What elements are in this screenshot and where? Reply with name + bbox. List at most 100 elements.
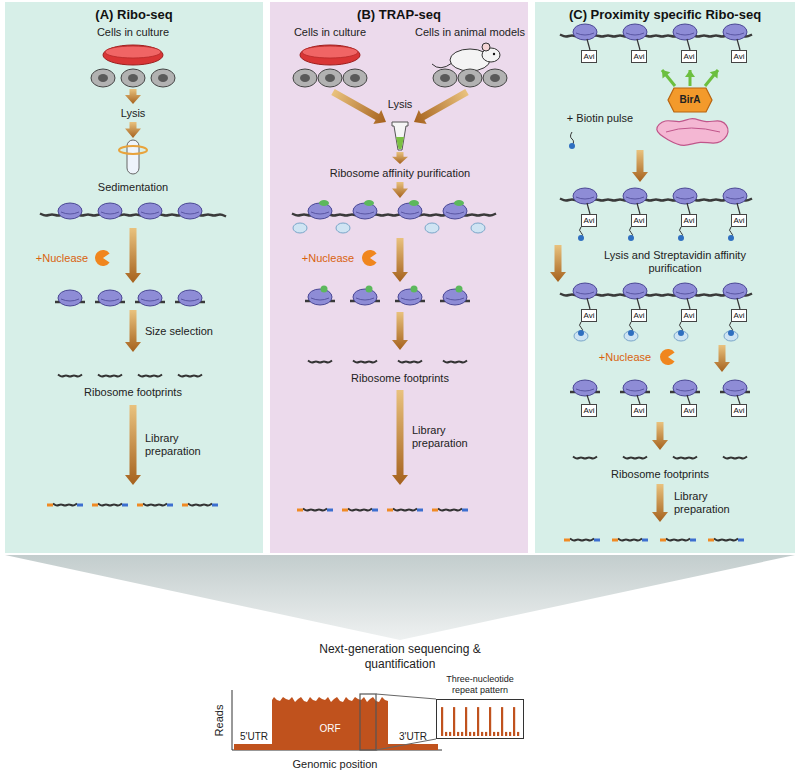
biotin <box>678 330 684 336</box>
adapter-5 <box>297 509 303 512</box>
epitope-tag <box>321 286 328 293</box>
ribosome-groove <box>726 197 744 199</box>
ribosome-groove <box>626 389 644 391</box>
footprint <box>303 509 327 511</box>
er-fold <box>666 128 720 132</box>
green-arrowhead <box>662 70 670 79</box>
footprint <box>618 539 642 541</box>
nuclease-label: +Nuclease <box>302 252 354 265</box>
affinity-bead <box>471 223 485 233</box>
footprint <box>143 504 167 506</box>
step-label: Library preparation <box>145 432 220 458</box>
ribosome-groove <box>626 197 644 199</box>
cell <box>121 69 145 87</box>
inset-title: Three-nucleotide repeat pattern <box>436 674 524 696</box>
step-label: Ribosome footprints <box>351 372 449 385</box>
nuclease-icon <box>660 349 675 365</box>
dish-rim <box>302 46 358 58</box>
adapter-3 <box>462 509 468 512</box>
step-label: Cells in animal models <box>415 26 525 39</box>
adapter-5 <box>612 539 618 542</box>
mouse-eye <box>493 53 495 55</box>
affinity-bead <box>425 223 439 233</box>
ribosome <box>443 289 467 305</box>
cell <box>483 69 507 87</box>
avi-tag: Avi <box>731 214 748 227</box>
tag-label: Avi <box>684 310 695 321</box>
avi-tag: Avi <box>581 309 598 322</box>
avi-tag: Avi <box>631 214 648 227</box>
step-label: Ribosome footprints <box>611 468 709 481</box>
avi-tag: Avi <box>581 50 598 63</box>
codon-bar <box>517 732 519 736</box>
ribosome-groove <box>101 212 119 214</box>
process-arrow <box>392 312 408 350</box>
adapter-5 <box>387 509 393 512</box>
process-arrow <box>125 228 141 283</box>
tag-label: Avi <box>734 215 745 226</box>
tag-label: Avi <box>684 405 695 416</box>
process-arrow <box>410 85 471 129</box>
ribosome <box>673 24 697 40</box>
ribosome <box>623 283 647 299</box>
affinity-bead <box>724 331 738 341</box>
tag-label: Avi <box>584 215 595 226</box>
avi-tag: Avi <box>731 309 748 322</box>
enzyme-label: BirA <box>667 87 713 113</box>
region-label: 5'UTR <box>240 730 268 743</box>
step-label: Cells in culture <box>294 26 366 39</box>
step-label: Ribosome footprints <box>84 386 182 399</box>
ribosome-groove <box>401 298 419 300</box>
ribosome <box>723 188 747 204</box>
ribosome-groove <box>446 298 464 300</box>
process-arrow <box>652 484 668 522</box>
codon-bar <box>481 732 483 736</box>
dish-rim <box>105 46 161 58</box>
ribosome-groove <box>181 299 199 301</box>
ribosome-groove <box>576 33 594 35</box>
ribosome <box>138 290 162 306</box>
codon-bar <box>509 732 511 736</box>
ribosome-groove <box>61 299 79 301</box>
axis-label: Reads <box>213 704 226 736</box>
codon-bar <box>473 732 475 736</box>
ribosome <box>353 289 377 305</box>
affinity-bead <box>624 331 638 341</box>
footprint <box>573 457 597 459</box>
biotin <box>569 143 575 149</box>
tag-tether <box>737 395 740 404</box>
ribosome-groove <box>576 389 594 391</box>
footprint <box>623 457 647 459</box>
cell <box>343 69 367 87</box>
tag-label: Avi <box>734 310 745 321</box>
footprint <box>58 375 82 377</box>
nucleus <box>490 74 500 82</box>
panel-a-art <box>40 45 226 506</box>
codon-bar <box>445 732 447 736</box>
tag-label: Avi <box>634 310 645 321</box>
codon-bar <box>501 707 503 736</box>
biotin <box>578 235 584 241</box>
endoplasmic-reticulum <box>657 119 728 146</box>
bira-enzyme: BirA <box>667 87 713 113</box>
tag-label: Avi <box>734 51 745 62</box>
ribosome-groove <box>311 212 329 214</box>
centrifuge-ring <box>119 146 147 154</box>
process-arrow <box>125 122 141 138</box>
nucleus <box>300 74 310 82</box>
affinity-bead <box>574 331 588 341</box>
panel-heading: (A) Ribo-seq <box>5 2 263 22</box>
avi-tag: Avi <box>581 404 598 417</box>
avi-tag: Avi <box>731 404 748 417</box>
affinity-bead <box>293 223 307 233</box>
adapter-3 <box>690 539 696 542</box>
nuclease-label: +Nuclease <box>36 252 88 265</box>
adapter-3 <box>594 539 600 542</box>
epitope-tag <box>319 200 329 206</box>
process-arrow <box>125 310 141 352</box>
footprint <box>673 457 697 459</box>
affinity-bead <box>674 331 688 341</box>
ribosome <box>573 188 597 204</box>
tag-tether <box>637 203 640 214</box>
tag-label: Avi <box>584 310 595 321</box>
